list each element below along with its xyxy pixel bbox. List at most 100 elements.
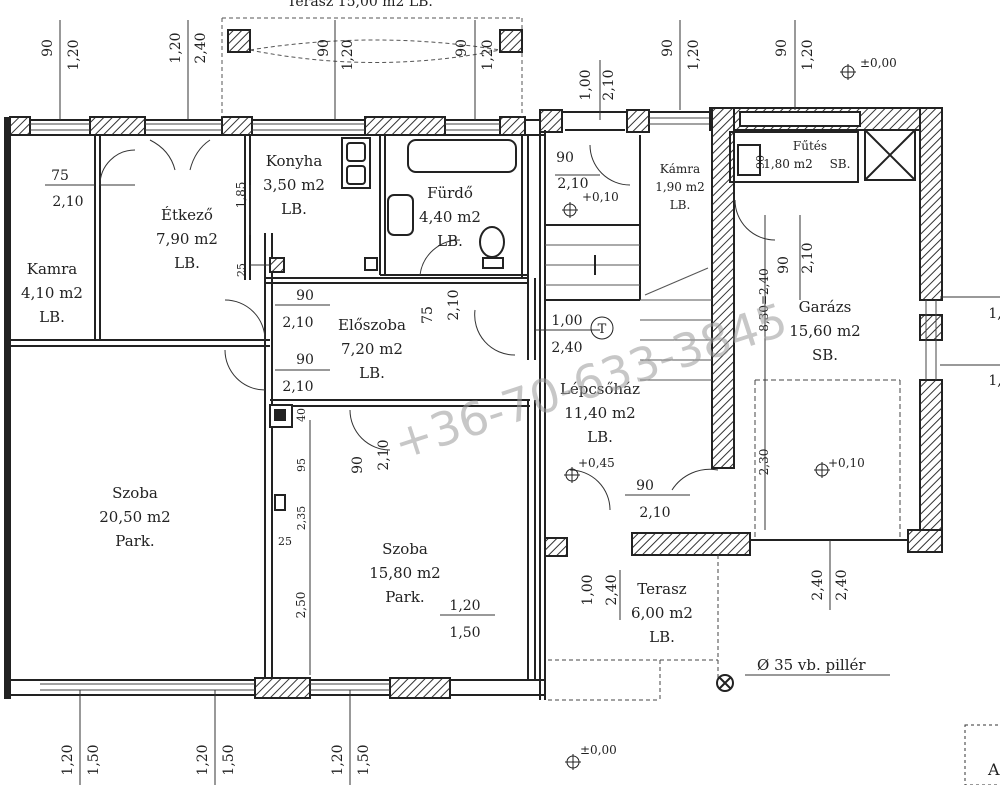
room-area: 7,20 m2 <box>341 340 403 358</box>
room-szoba-mid: Szoba 15,80 m2 Park. <box>369 540 440 606</box>
room-area: 4,40 m2 <box>419 208 481 226</box>
dim-label: 1, <box>988 373 1000 389</box>
dim-label: 90 <box>350 456 366 474</box>
dim-label: 2,40 <box>834 569 850 600</box>
level-label: +0,45 <box>578 456 615 470</box>
dim-label: 1,50 <box>86 744 102 775</box>
dim-label: 2,10 <box>639 505 670 521</box>
dim-label: 2,10 <box>282 379 313 395</box>
room-etkezo: Étkező 7,90 m2 LB. <box>156 206 218 272</box>
room-area: 6,00 m2 <box>631 604 693 622</box>
dim-label: 25 <box>235 263 248 277</box>
room-floor: LB. <box>437 232 463 250</box>
dim-label: 95 <box>295 458 308 472</box>
room-name: Kamra <box>27 260 78 278</box>
room-name: Kámra <box>660 162 700 176</box>
dim-label: 2,10 <box>52 194 83 210</box>
room-garazs: Garázs 15,60 m2 SB. <box>789 298 860 364</box>
dim-label: 1,50 <box>356 744 372 775</box>
door-swings <box>99 139 776 511</box>
room-area: 1,80 m2 <box>763 157 813 171</box>
dim-label: 1, <box>988 306 1000 322</box>
dim-label: 90 <box>454 39 470 57</box>
dim-label: 1,20 <box>168 32 184 63</box>
dimension-lines <box>45 20 1000 785</box>
corner-label: A <box>987 760 1000 779</box>
dim-label: 75 <box>420 306 436 324</box>
room-name: Szoba <box>382 540 428 558</box>
dim-label: 1,20 <box>800 39 816 70</box>
room-name: Garázs <box>799 298 852 316</box>
room-area: 11,40 m2 <box>564 404 635 422</box>
room-floor: LB. <box>39 308 65 326</box>
dim-label: 25 <box>278 535 292 548</box>
dim-label: 2,40 <box>604 574 620 605</box>
dim-label: 1,50 <box>221 744 237 775</box>
dimension-labels: 90 1,20 1,20 2,40 90 1,20 90 1,20 1,00 2… <box>40 32 1000 775</box>
room-floor: LB. <box>649 628 675 646</box>
dim-label: 90 <box>296 288 314 304</box>
room-futes: Fűtés 1,80 m2 SB. <box>763 139 850 171</box>
dim-label: 1,20 <box>686 39 702 70</box>
dim-label: 90 <box>40 39 56 57</box>
room-floor: LB. <box>281 200 307 218</box>
dim-label: 1,00 <box>578 69 594 100</box>
dim-label: 2,10 <box>601 69 617 100</box>
level-label: ±0,00 <box>580 743 617 757</box>
dim-label: 90 <box>636 478 654 494</box>
room-area: 4,10 m2 <box>21 284 83 302</box>
dim-label: 2,40 <box>810 569 826 600</box>
terrace-top-label: Terasz 15,00 m2 LB. <box>287 0 433 10</box>
room-floor: LB. <box>174 254 200 272</box>
level-markers <box>562 64 856 770</box>
dim-label: 90 <box>316 39 332 57</box>
dim-label: 2,10 <box>376 439 392 470</box>
dim-label: 90 <box>774 39 790 57</box>
dim-label: 1,20 <box>449 598 480 614</box>
room-konyha: Konyha 3,50 m2 LB. <box>263 152 325 218</box>
dim-label: 90 <box>754 155 767 169</box>
corner-box <box>964 724 1000 785</box>
dim-label: 8,30=2,40 <box>757 268 771 332</box>
room-name: Fűtés <box>793 139 827 153</box>
dim-label: 2,40 <box>193 32 209 63</box>
room-floor: LB. <box>587 428 613 446</box>
dim-label: 2,30 <box>757 449 771 476</box>
room-floor: LB. <box>359 364 385 382</box>
room-kamra-right: Kámra 1,90 m2 LB. <box>655 162 705 212</box>
room-name: Fürdő <box>427 184 473 202</box>
dim-label: 90 <box>776 256 792 274</box>
level-label: ±0,00 <box>860 56 897 70</box>
dim-label: 1,50 <box>449 625 480 641</box>
room-name: Szoba <box>112 484 158 502</box>
dim-label: 2,10 <box>282 315 313 331</box>
room-area: 20,50 m2 <box>99 508 170 526</box>
dim-label: 2,10 <box>446 289 462 320</box>
dim-label: 90 <box>296 352 314 368</box>
room-floor: SB. <box>830 157 851 171</box>
dim-label: 1,20 <box>66 39 82 70</box>
dim-label: 1,00 <box>551 313 582 329</box>
room-area: 15,60 m2 <box>789 322 860 340</box>
level-label: +0,10 <box>582 190 619 204</box>
dim-label: 1,20 <box>480 39 496 70</box>
room-name: Konyha <box>266 152 323 170</box>
room-name: Étkező <box>161 206 213 224</box>
room-floor: Park. <box>115 532 154 550</box>
t-mark: T <box>598 322 607 337</box>
dim-label: 2,10 <box>557 176 588 192</box>
walls <box>4 17 943 701</box>
dim-label: 40 <box>295 408 308 422</box>
room-area: 15,80 m2 <box>369 564 440 582</box>
dim-label: 1,20 <box>330 744 346 775</box>
pillar-label: Ø 35 vb. pillér <box>757 656 866 674</box>
room-kamra-left: Kamra 4,10 m2 LB. <box>21 260 83 326</box>
room-name: Előszoba <box>338 316 406 334</box>
room-area: 7,90 m2 <box>156 230 218 248</box>
room-name: Terasz <box>637 580 687 598</box>
dim-label: 2,50 <box>294 592 308 619</box>
dim-label: 2,10 <box>800 242 816 273</box>
dim-label: 75 <box>51 168 69 184</box>
